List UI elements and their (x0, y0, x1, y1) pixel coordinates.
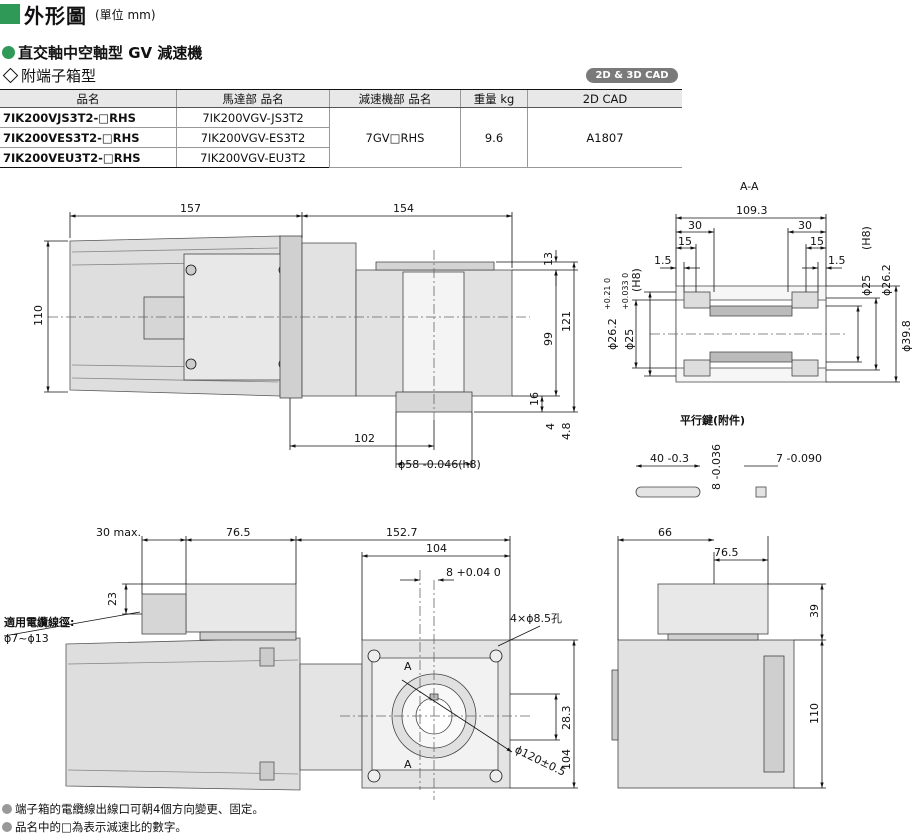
holes-label: 4×ϕ8.5孔 (510, 612, 562, 625)
table-row: 7IK200VJS3T2-□RHS 7IK200VGV-JS3T2 7GV□RH… (0, 107, 682, 168)
bore-left-1: ϕ26.2 (606, 318, 619, 350)
tol-h8-left: (H8) (630, 268, 643, 292)
unit-label: (單位 mm) (95, 7, 156, 22)
dim-1-5-left: 1.5 (654, 254, 672, 267)
side-view (611, 536, 826, 789)
dim-16: 16 (528, 392, 541, 406)
dim-152-7: 152.7 (386, 526, 418, 539)
model-cell: 7IK200VJS3T2-□RHS (0, 107, 177, 128)
dim-157: 157 (180, 202, 201, 215)
dim-shaft: ϕ58 -0.046(h8) (398, 458, 481, 471)
bore-right-2: ϕ26.2 (880, 264, 893, 296)
dim-30-right: 30 (798, 219, 812, 232)
dim-76-5-side: 76.5 (714, 546, 739, 559)
tol-21: +0.21 0 (603, 278, 612, 310)
dim-30-left: 30 (688, 219, 702, 232)
dim-4-8: 4.8 (560, 423, 573, 441)
dim-28-3: 28.3 (560, 706, 573, 731)
section-mark-bottom: A (404, 758, 412, 771)
key-view: 平行鍵(附件) 40 -0.3 8 -0.036 7 -0.090 (635, 413, 822, 498)
table-row: 7IK200VEU3T2-□RHS 7IK200VGV-EU3T2 (0, 147, 682, 168)
weight-cell: 9.6 (460, 107, 528, 168)
dim-109-3: 109.3 (736, 204, 768, 217)
key-title: 平行鍵(附件) (680, 413, 745, 427)
note-1-text: 端子箱的電纜線出線口可朝4個方向變更、固定。 (15, 802, 264, 816)
key-width: 7 -0.090 (776, 452, 822, 465)
section-labels: A-A 109.3 30 30 15 15 1.5 1.5 ϕ26.2 ϕ25 … (603, 180, 913, 352)
th-gear: 減速機部 品名 (329, 89, 461, 108)
green-dot-icon (2, 46, 15, 59)
section-title: A-A (740, 180, 759, 193)
header-square-icon (0, 4, 20, 24)
section-subtitle-text: 附端子箱型 (21, 67, 97, 85)
side-view-labels: 66 76.5 39 110 (658, 526, 821, 724)
dim-39-8: ϕ39.8 (900, 320, 913, 352)
model-cell: 7IK200VES3T2-□RHS (0, 127, 177, 148)
tol-033: +0.033 0 (621, 273, 630, 310)
dim-23: 23 (106, 592, 119, 606)
th-weight: 重量 kg (460, 89, 528, 108)
th-model: 品名 (0, 89, 177, 108)
dim-110-side: 110 (808, 703, 821, 724)
cable-label: 適用電纜線徑: (4, 615, 74, 629)
dim-15-right: 15 (810, 235, 824, 248)
tol-h8-right: (H8) (860, 226, 873, 250)
note-1: 端子箱的電纜線出線口可朝4個方向變更、固定。 (2, 801, 264, 817)
section-mark-top: A (404, 660, 412, 673)
table-row: 7IK200VES3T2-□RHS 7IK200VGV-ES3T2 (0, 127, 682, 148)
dim-76-5: 76.5 (226, 526, 251, 539)
dim-121: 121 (560, 311, 573, 332)
gear-cell: 7GV□RHS (329, 107, 461, 168)
bore-left-2: ϕ25 (623, 329, 636, 350)
dim-1-5-right: 1.5 (828, 254, 846, 267)
section-view (632, 214, 900, 383)
page-title: 外形圖 (24, 3, 87, 28)
top-view-labels: 157 154 110 13 99 121 16 4 4.8 102 ϕ58 -… (32, 202, 573, 471)
model-cell: 7IK200VEU3T2-□RHS (0, 147, 177, 168)
dim-99: 99 (542, 332, 555, 346)
motor-cell: 7IK200VGV-JS3T2 (176, 107, 330, 128)
cable-range: ϕ7~ϕ13 (4, 632, 49, 645)
dim-13: 13 (542, 252, 555, 266)
th-motor: 馬達部 品名 (176, 89, 330, 108)
bullet-icon (2, 804, 12, 814)
cad-cell[interactable]: A1807 (527, 107, 682, 168)
dim-4: 4 (544, 423, 557, 430)
spec-table: 品名 馬達部 品名 減速機部 品名 重量 kg 2D CAD 7IK200VJS… (0, 89, 682, 168)
motor-cell: 7IK200VGV-ES3T2 (176, 127, 330, 148)
front-view (3, 536, 578, 800)
bullet-icon (2, 822, 12, 832)
dim-66: 66 (658, 526, 672, 539)
dim-102: 102 (354, 432, 375, 445)
page-header: 外形圖 (單位 mm) (0, 0, 156, 28)
section-subtitle: 附端子箱型 (2, 65, 96, 86)
key-height: 8 -0.036 (710, 444, 723, 490)
note-2: 品名中的□為表示減速比的數字。 (2, 819, 187, 835)
dim-39: 39 (808, 604, 821, 618)
dim-30max: 30 max. (96, 526, 141, 539)
section-title-text: 直交軸中空軸型 GV 減速機 (18, 44, 203, 62)
motor-cell: 7IK200VGV-EU3T2 (176, 147, 330, 168)
note-2-text: 品名中的□為表示減速比的數字。 (15, 820, 187, 834)
dim-15-left: 15 (678, 235, 692, 248)
dim-154: 154 (393, 202, 414, 215)
dim-8-key: 8 +0.04 0 (446, 566, 501, 579)
section-title: 直交軸中空軸型 GV 減速機 (2, 42, 202, 63)
key-length: 40 -0.3 (650, 452, 689, 465)
dim-110: 110 (32, 305, 45, 326)
th-cad: 2D CAD (527, 89, 682, 108)
bore-right-1: ϕ25 (860, 275, 873, 296)
cad-badge[interactable]: 2D & 3D CAD (586, 68, 678, 83)
dim-104-v: 104 (560, 749, 573, 770)
dim-104-h: 104 (426, 542, 447, 555)
top-view (44, 212, 578, 468)
